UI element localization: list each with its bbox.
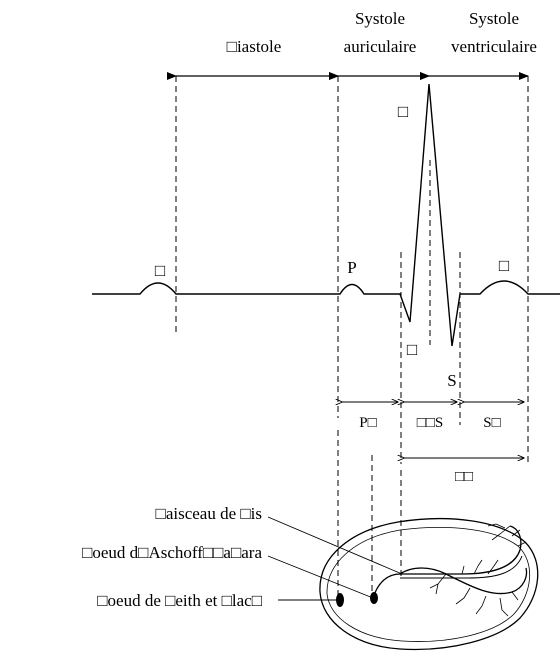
qrs-interval-label: □□S: [417, 415, 443, 431]
systole-ventriculaire-label-line1: Systole: [469, 9, 519, 28]
purkinje-fibers: [429, 523, 527, 617]
his-leader-line: [267, 516, 403, 575]
st-interval-label: S□: [483, 415, 500, 431]
aschoff-leader-line: [267, 555, 374, 599]
dashed-guides: [175, 76, 529, 605]
heart-illustration: [319, 518, 539, 651]
his-bundle-left-inner: [400, 555, 523, 579]
systole-auriculaire-label-line2: auriculaire: [344, 37, 417, 56]
sinoatrial-node: [336, 593, 344, 607]
aschoff-node-label: □oeud d□Aschoff□□a□ara: [82, 543, 262, 562]
wave-label-p: P: [347, 258, 356, 277]
wave-label-q: □: [407, 340, 417, 359]
heart-inner-outline: [326, 527, 530, 642]
wave-label-t: □: [499, 256, 509, 275]
heart-outline: [319, 518, 539, 651]
wave-label-u: □: [155, 261, 165, 280]
diastole-label: □iastole: [227, 37, 282, 56]
pq-interval-label: P□: [359, 415, 376, 431]
atrioventricular-node: [370, 592, 378, 604]
his-bundle-right: [399, 567, 528, 595]
systole-auriculaire-label-line1: Systole: [355, 9, 405, 28]
qt-interval-label: □□: [455, 469, 473, 485]
wave-label-s: S: [447, 371, 456, 390]
his-bundle-left: [372, 525, 522, 599]
keith-flack-node-label: □oeud de □eith et □lac□: [97, 591, 262, 610]
wave-label-r: □: [398, 102, 408, 121]
his-bundle-label: □aisceau de □is: [156, 504, 262, 523]
ecg-trace: [92, 83, 560, 347]
systole-ventriculaire-label-line2: ventriculaire: [451, 37, 537, 56]
